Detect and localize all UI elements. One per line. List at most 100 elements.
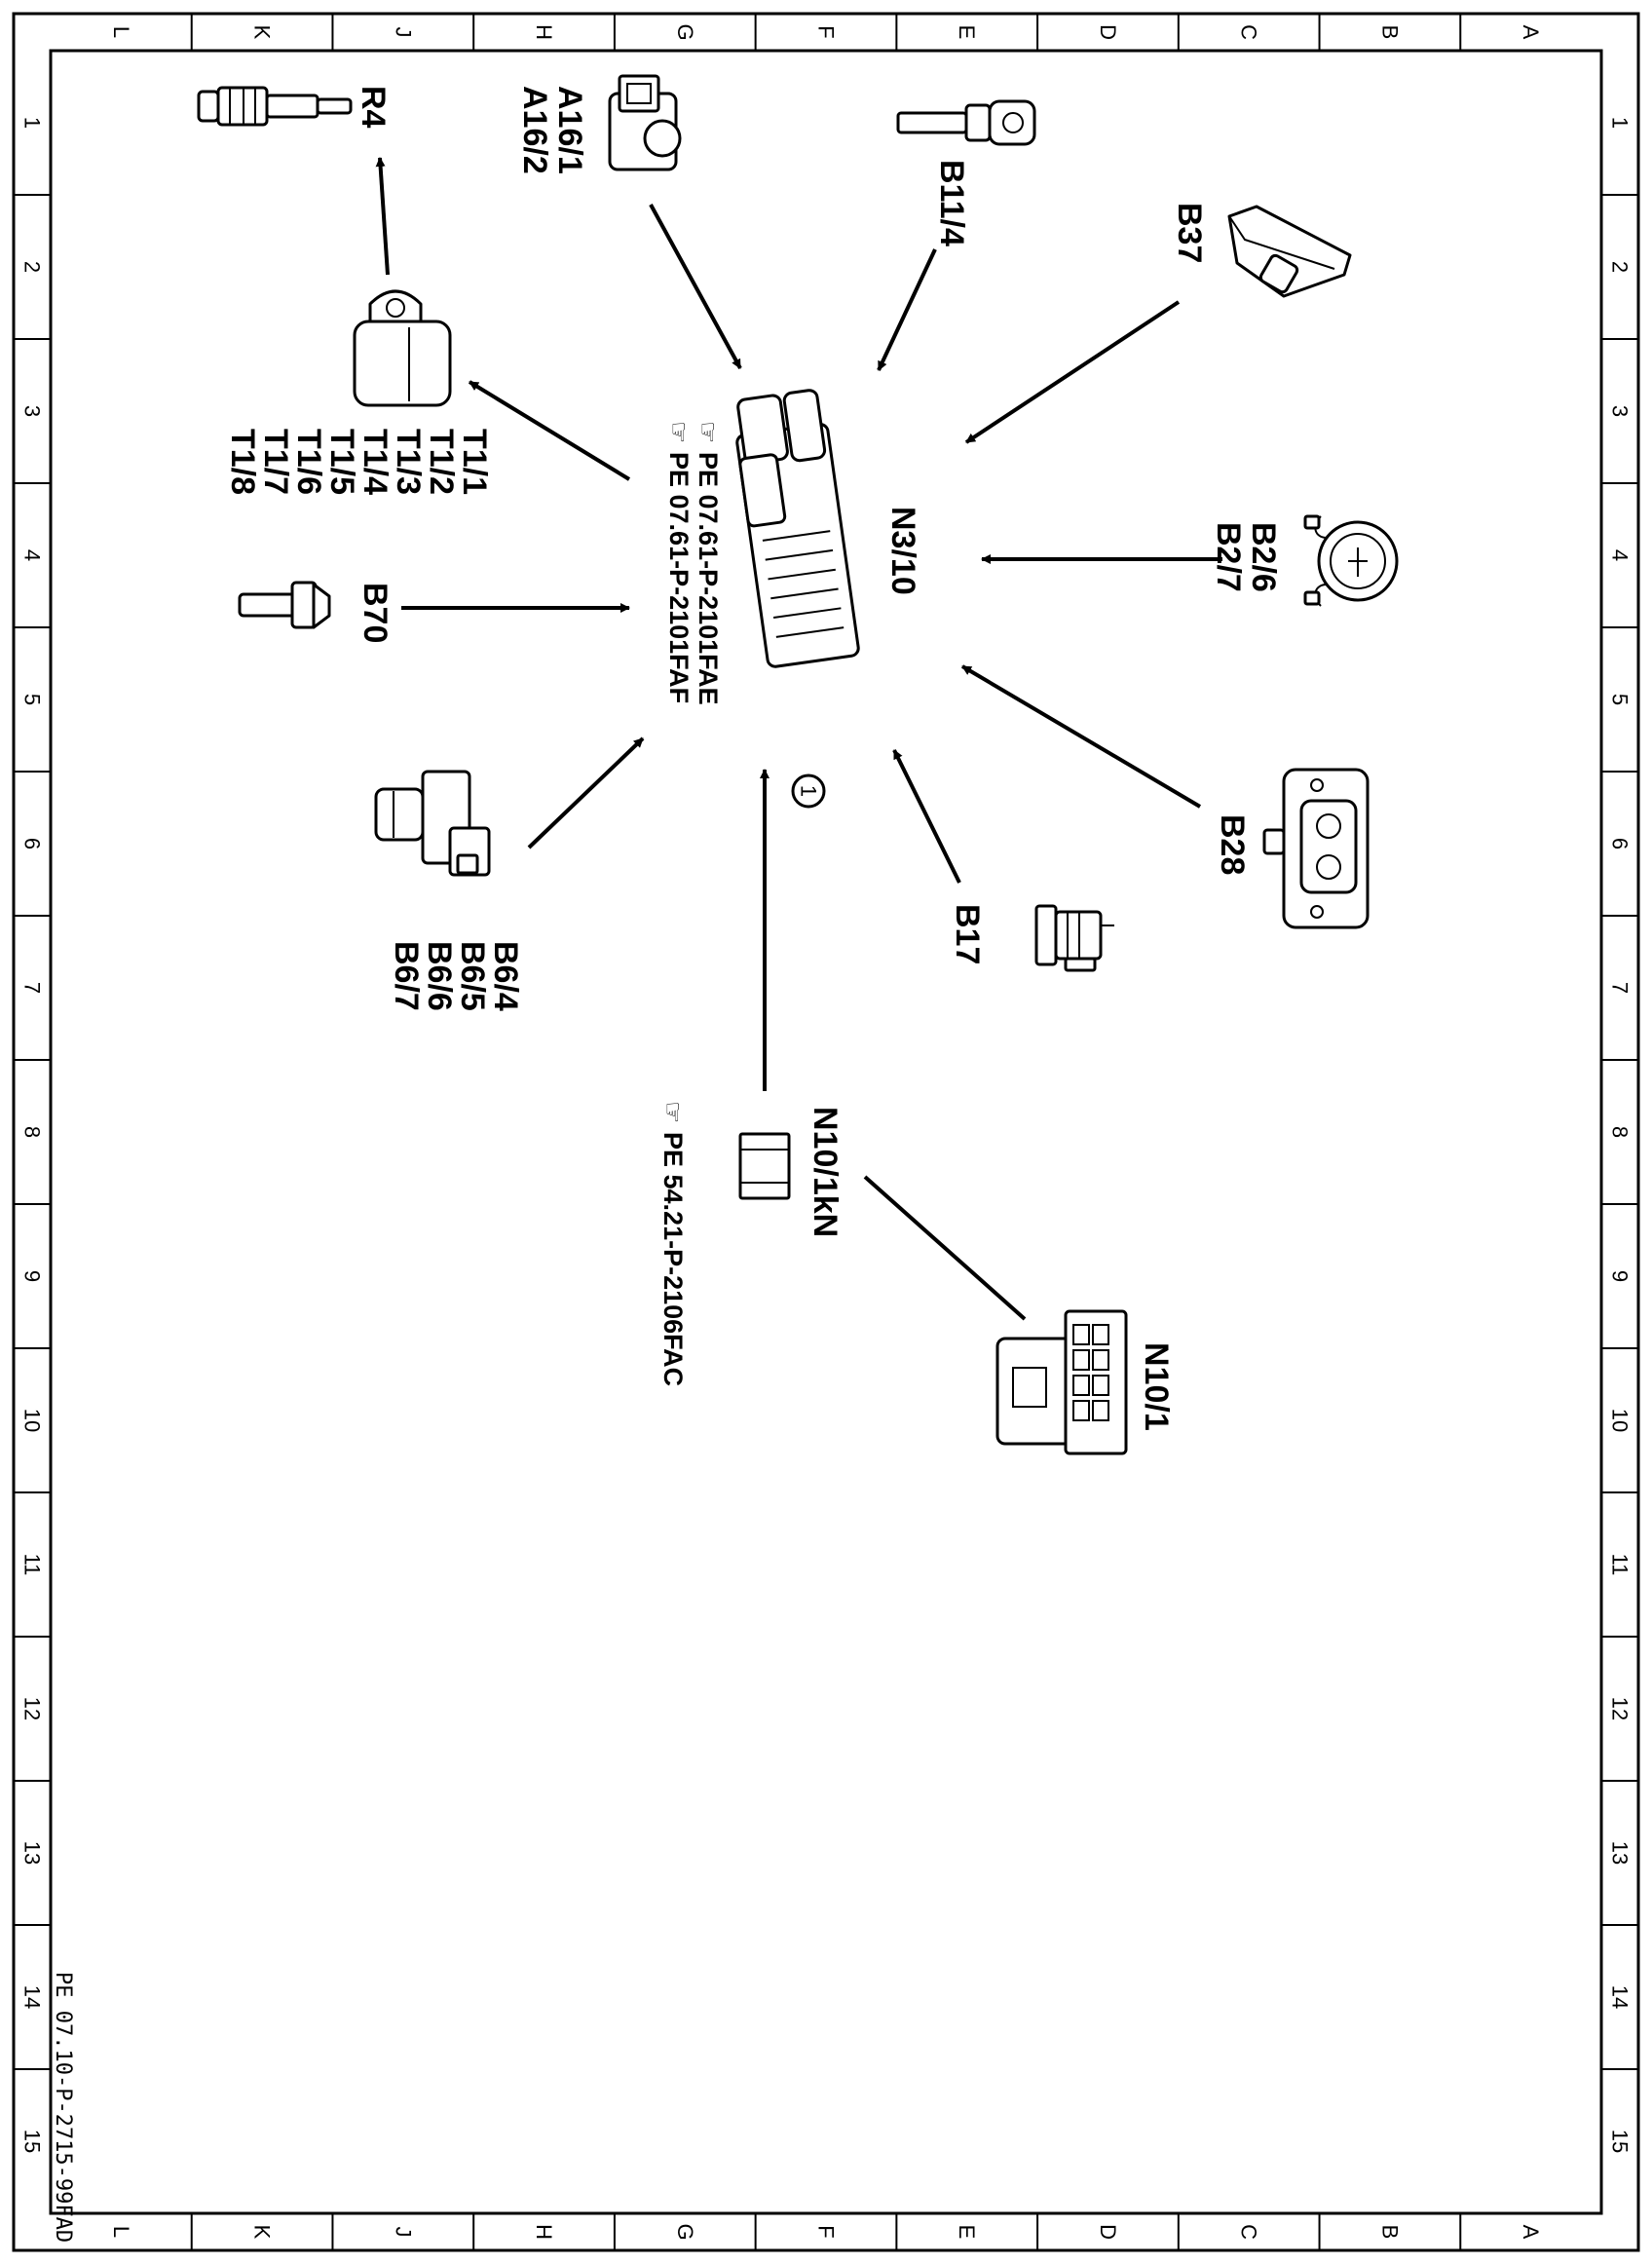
frame-row-label: 13	[1608, 1841, 1633, 1865]
frame-row-label: 4	[1608, 549, 1633, 561]
frame-column-label: D	[1096, 2224, 1120, 2240]
label-t1-6: T1/6	[290, 429, 327, 495]
temp-sensor-b17-icon	[1034, 904, 1114, 972]
frame-column-label: B	[1377, 2225, 1402, 2240]
frame-column-label: K	[250, 2225, 275, 2240]
pedal-sensor-b37-icon	[1227, 205, 1352, 298]
frame-row-label: 7	[20, 982, 45, 994]
label-n3-10: N3/10	[884, 507, 921, 595]
label-b17: B17	[949, 904, 986, 964]
label-a16-1: A16/1	[551, 86, 588, 174]
frame-row-label: 1	[1608, 117, 1633, 129]
frame-row-label: 4	[20, 549, 45, 561]
frame-column-label: F	[814, 25, 839, 38]
hand-icon: ☞	[664, 421, 694, 443]
connection-arrows	[375, 157, 1222, 1321]
pressure-sensor-b28-icon	[1262, 768, 1370, 929]
frame-row-label: 15	[1608, 2130, 1633, 2153]
crank-sensor-b70-icon	[238, 581, 331, 629]
frame-row-label: 8	[1608, 1126, 1633, 1138]
frame-column-label: D	[1096, 24, 1120, 40]
label-t1-5: T1/5	[323, 429, 360, 495]
frame-row-label: 14	[1608, 1985, 1633, 2009]
frame-column-label: A	[1519, 25, 1543, 40]
relay-ref: PE 54.21-P-2106FAC	[658, 1132, 688, 1386]
frame-column-label: L	[109, 26, 133, 38]
relay-n10-1kn-icon	[738, 1132, 791, 1200]
sensor-b11-4-icon	[896, 99, 1036, 146]
line-n10-to-kn	[863, 1175, 1027, 1321]
label-a16-2: A16/2	[516, 86, 553, 174]
frame-row-label: 11	[20, 1554, 45, 1576]
arrow-a16-to-ecu	[649, 204, 742, 369]
frame-column-label: L	[109, 2226, 133, 2238]
frame-row-label: 12	[20, 1697, 45, 1720]
frame-row-label: 7	[1608, 982, 1633, 994]
spark-plug-r4-icon	[197, 86, 353, 127]
ecu-ref-1: PE 07.61-P-2101FAE	[694, 452, 723, 705]
label-b11-4: B11/4	[933, 160, 970, 246]
arrow-b28-to-ecu	[960, 664, 1202, 809]
frame-row-label: 11	[1608, 1554, 1633, 1576]
frame-row-label: 3	[1608, 405, 1633, 417]
frame-row-label: 1	[20, 117, 45, 129]
frame-column-label: C	[1237, 2224, 1261, 2240]
label-t1-8: T1/8	[224, 429, 261, 495]
hand-icon: ☞	[694, 421, 723, 443]
frame-row-label: 8	[20, 1126, 45, 1138]
label-b37: B37	[1171, 203, 1208, 263]
camshaft-sensor-b6-icon	[374, 770, 491, 877]
ignition-coil-t1-icon	[353, 289, 452, 407]
frame-column-label: A	[1519, 2225, 1543, 2240]
relay-reference: ☞ PE 54.21-P-2106FAC	[658, 1101, 688, 1386]
frame-row-label: 15	[20, 2130, 45, 2153]
label-b6-5: B6/5	[454, 941, 491, 1011]
label-b6-6: B6/6	[421, 941, 458, 1011]
frame-row-label: 10	[1608, 1409, 1633, 1432]
label-n10-1: N10/1	[1138, 1342, 1175, 1431]
label-b70: B70	[357, 583, 394, 643]
frame-column-label: G	[673, 2223, 697, 2240]
label-b2-7: B2/7	[1210, 522, 1247, 592]
frame-row-label: 9	[20, 1270, 45, 1282]
label-r4: R4	[355, 86, 392, 129]
frame-column-label: F	[814, 2225, 839, 2238]
label-b6-7: B6/7	[388, 941, 425, 1011]
label-t1-7: T1/7	[257, 429, 294, 495]
frame-row-label: 13	[20, 1841, 45, 1865]
frame-column-label: B	[1377, 25, 1402, 40]
frame-row-label: 6	[1608, 838, 1633, 849]
component-labels: N3/10 R4 A16/1 A16/2 B11/4 B37 B2/6 B2/7…	[224, 86, 1282, 1431]
arrow-t1-to-r4	[375, 157, 390, 276]
frame-row-label: 3	[20, 405, 45, 417]
frame-column-label: C	[1237, 24, 1261, 40]
frame-column-label: H	[532, 2224, 556, 2240]
frame-row-label: 6	[20, 838, 45, 849]
label-b6-4: B6/4	[487, 941, 524, 1011]
label-t1-1: T1/1	[456, 429, 493, 495]
arrow-b37-to-ecu	[964, 300, 1181, 444]
frame-row-label: 14	[20, 1985, 45, 2009]
frame-row-label: 10	[20, 1409, 45, 1432]
frame-column-label: G	[673, 23, 697, 40]
label-t1-3: T1/3	[390, 429, 427, 495]
frame-row-label: 9	[1608, 1270, 1633, 1282]
frame-column-label: J	[391, 27, 415, 38]
label-n10-1kn: N10/1kN	[807, 1107, 844, 1237]
arrow-ecu-to-t1	[468, 380, 631, 481]
arrow-b6-to-ecu	[527, 736, 645, 849]
ecu-n3-10-icon	[735, 389, 860, 668]
ecu-references: ☞ PE 07.61-P-2101FAE ☞ PE 07.61-P-2101FA…	[664, 421, 723, 705]
frame-row-label: 12	[1608, 1697, 1633, 1720]
marker-number: 1	[797, 785, 821, 797]
position-marker-1: 1	[791, 774, 826, 809]
arrow-b11-to-ecu	[877, 248, 937, 371]
frame-row-label: 5	[1608, 694, 1633, 705]
frame-column-label: E	[955, 25, 979, 40]
label-t1-2: T1/2	[423, 429, 460, 495]
frame-column-label: K	[250, 25, 275, 40]
frame-row-label: 2	[1608, 261, 1633, 273]
label-t1-4: T1/4	[357, 429, 394, 495]
